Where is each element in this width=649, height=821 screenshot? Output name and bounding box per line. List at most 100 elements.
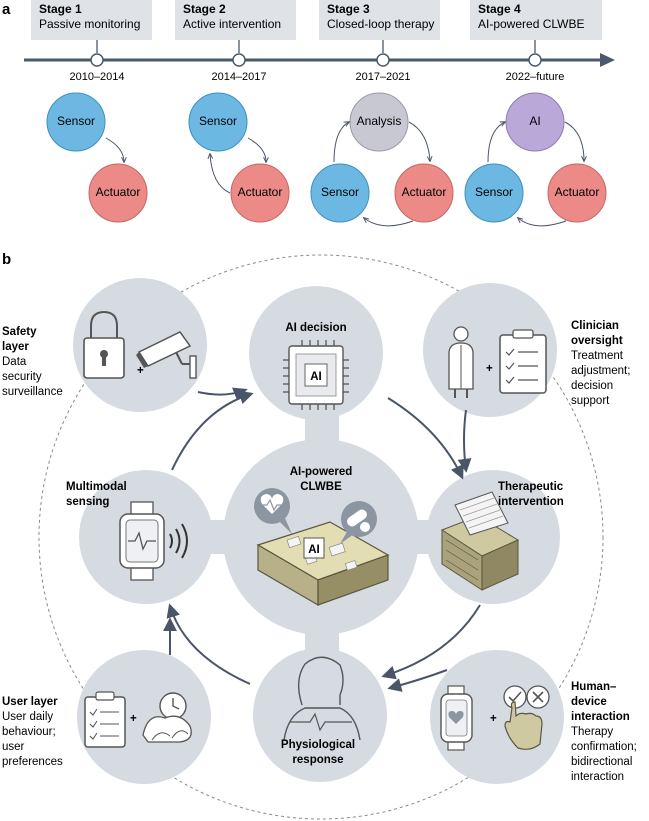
clinician-oversight-label: Clinician oversight Treatment adjustment… bbox=[571, 320, 630, 407]
device-watch-icon bbox=[440, 685, 473, 751]
clipboard-checklist-icon bbox=[499, 329, 547, 394]
human-device-desc-3: bidirectional bbox=[571, 756, 632, 768]
device-plus-sign: + bbox=[490, 713, 497, 725]
stage-3-arrow-down bbox=[408, 121, 430, 161]
stage-4-box: Stage 4 AI-powered CLWBE bbox=[470, 0, 602, 40]
stage-1-actuator-label: Actuator bbox=[96, 185, 141, 199]
heart-bubble-icon bbox=[254, 488, 292, 534]
stage-4-ai-label: AI bbox=[529, 114, 540, 128]
timeline-marker-2 bbox=[232, 53, 246, 67]
panel-a-label: a bbox=[2, 1, 11, 18]
stage-2-name: Active intervention bbox=[183, 17, 281, 31]
user-desc-3: user bbox=[2, 741, 25, 753]
physiological-line1: Physiological bbox=[281, 739, 355, 751]
human-device-title-3: interaction bbox=[571, 711, 630, 723]
clinician-icon bbox=[448, 326, 474, 398]
physiological-line2: response bbox=[292, 754, 343, 766]
ai-chip-label: AI bbox=[310, 371, 322, 383]
multimodal-sensing-line2: sensing bbox=[66, 496, 109, 508]
stage-2-sensor-node bbox=[188, 92, 248, 152]
stage-1-box: Stage 1 Passive monitoring bbox=[31, 0, 152, 40]
timeline-marker-4 bbox=[528, 53, 542, 67]
stage-4-sensor-node bbox=[464, 163, 524, 223]
arrow-sensing-to-ai bbox=[171, 390, 254, 471]
stage-4-period: 2022–future bbox=[506, 71, 565, 83]
stage-2-box: Stage 2 Active intervention bbox=[175, 0, 296, 40]
stage-3-period: 2017–2021 bbox=[355, 71, 410, 83]
arrow-therapy-to-physio bbox=[381, 604, 481, 680]
stage-3-actuator-label: Actuator bbox=[402, 185, 447, 199]
stage-4-actuator-node bbox=[547, 163, 607, 223]
safety-title-1: Safety bbox=[2, 326, 37, 338]
arrow-physio-to-sensing bbox=[166, 603, 251, 685]
human-head-icon bbox=[283, 656, 361, 741]
user-bubble bbox=[77, 650, 211, 784]
stage-1-name: Passive monitoring bbox=[39, 17, 140, 31]
safety-desc-1: Data bbox=[2, 356, 27, 368]
stage-4-arrow-bottom bbox=[518, 218, 567, 227]
stage-1-actuator-node bbox=[88, 163, 148, 223]
food-and-clock-icon bbox=[142, 692, 192, 743]
clinician-desc-1: Treatment bbox=[571, 350, 624, 362]
ai-chip-icon bbox=[283, 340, 349, 410]
user-plus-sign: + bbox=[130, 713, 137, 725]
panel-b-label: b bbox=[2, 251, 11, 268]
clinician-desc-3: decision bbox=[571, 380, 613, 392]
smartwatch-icon bbox=[119, 501, 165, 581]
touch-confirm-icon bbox=[503, 685, 550, 750]
stage-4-sensor-label: Sensor bbox=[475, 185, 513, 199]
clinician-plus-sign: + bbox=[486, 363, 493, 375]
arrow-safety-to-ai bbox=[197, 387, 248, 401]
physiological-response-hub bbox=[253, 648, 387, 782]
stage-2-period: 2014–2017 bbox=[211, 71, 266, 83]
center-title-line1: AI-powered bbox=[290, 466, 353, 478]
timeline-marker-1 bbox=[90, 53, 104, 67]
clinician-desc-4: support bbox=[571, 395, 610, 407]
stage-3-name: Closed-loop therapy bbox=[327, 17, 434, 31]
stage-1-period: 2010–2014 bbox=[69, 71, 124, 83]
clinician-title-2: oversight bbox=[571, 335, 623, 347]
arrow-clinician-to-therapy bbox=[457, 409, 472, 473]
human-device-desc-4: interaction bbox=[571, 771, 624, 783]
safety-desc-3: surveillance bbox=[2, 386, 63, 398]
stage-4-name: AI-powered CLWBE bbox=[478, 17, 584, 31]
center-title-line2: CLWBE bbox=[300, 481, 342, 493]
stage-1-number: Stage 1 bbox=[39, 2, 82, 16]
safety-plus-sign: + bbox=[137, 365, 144, 377]
arrow-ai-to-therapy bbox=[387, 397, 464, 480]
ai-decision-title: AI decision bbox=[285, 322, 346, 334]
padlock-icon bbox=[83, 310, 125, 379]
multimodal-sensing-line1: Multimodal bbox=[66, 481, 127, 493]
stage-2-arrow-forward bbox=[247, 137, 266, 162]
stage-3-sensor-label: Sensor bbox=[321, 185, 359, 199]
user-desc-2: behaviour; bbox=[2, 726, 56, 738]
human-device-desc-2: confirmation; bbox=[571, 741, 637, 753]
stage-3-number: Stage 3 bbox=[327, 2, 370, 16]
human-device-interaction-label: Human– device interaction Therapy confir… bbox=[571, 681, 637, 783]
stage-1-sensor-label: Sensor bbox=[57, 114, 95, 128]
safety-desc-2: security bbox=[2, 371, 42, 383]
microneedle-patch-icon bbox=[440, 491, 520, 591]
user-layer-label: User layer User daily behaviour; user pr… bbox=[2, 696, 63, 768]
cycle-arrows bbox=[163, 387, 481, 692]
stage-3-sensor-node bbox=[310, 163, 370, 223]
stage-3-analysis-label: Analysis bbox=[357, 114, 402, 128]
outer-dashed-ring bbox=[38, 254, 604, 820]
clinician-title-1: Clinician bbox=[571, 320, 619, 332]
therapeutic-line2: intervention bbox=[498, 496, 564, 508]
clinician-desc-2: adjustment; bbox=[571, 365, 630, 377]
stage-2-sensor-label: Sensor bbox=[199, 114, 237, 128]
stage-3-box: Stage 3 Closed-loop therapy bbox=[319, 0, 440, 40]
wearable-platform-icon bbox=[256, 521, 390, 607]
user-checklist-icon bbox=[84, 691, 126, 748]
arrow-device-to-physio bbox=[387, 669, 448, 692]
wireless-signal-icon bbox=[169, 523, 188, 559]
safety-layer-label: Safety layer Data security surveillance bbox=[2, 326, 63, 398]
stage-1-sensor-node bbox=[46, 92, 106, 152]
human-device-title-2: device bbox=[571, 696, 607, 708]
stage-3-arrow-up bbox=[333, 122, 349, 163]
stage-3-actuator-node bbox=[394, 163, 454, 223]
stage-4-number: Stage 4 bbox=[478, 2, 521, 16]
stage-2-number: Stage 2 bbox=[183, 2, 226, 16]
